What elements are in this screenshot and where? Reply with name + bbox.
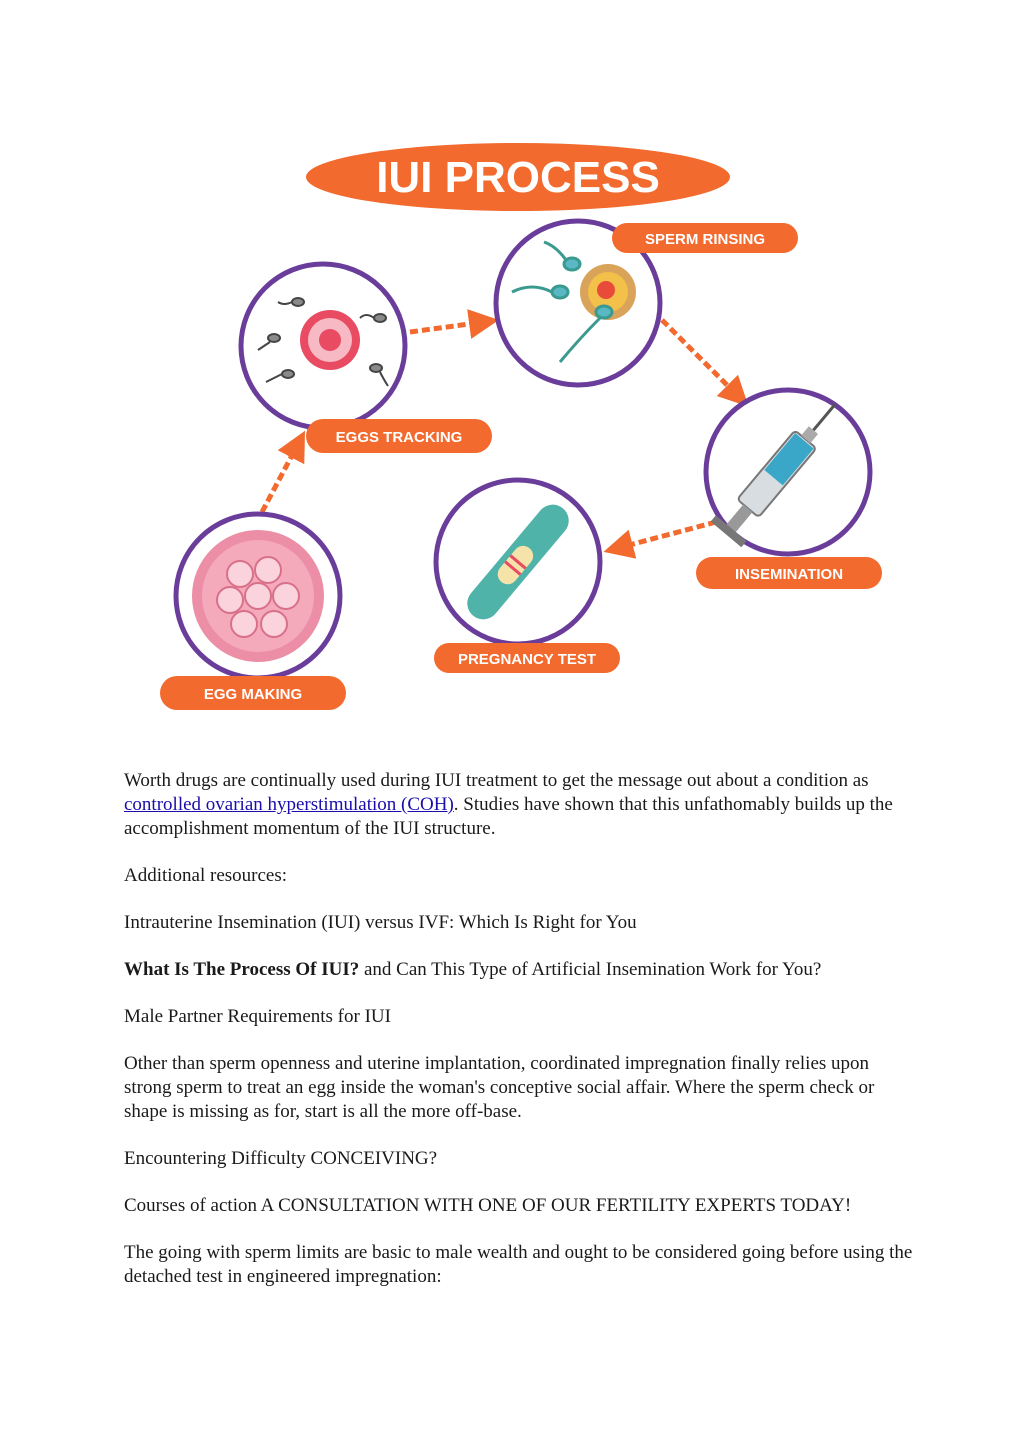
coh-link[interactable]: controlled ovarian hyperstimulation (COH… xyxy=(124,794,454,815)
sperm-icon xyxy=(511,240,614,363)
title-banner: IUI PROCESS xyxy=(306,143,730,211)
step-pregnancy-test: PREGNANCY TEST xyxy=(433,477,620,673)
paragraph-difficulty: Encountering Difficulty CONCEIVING? xyxy=(124,1148,438,1169)
arrow-icon xyxy=(259,430,306,514)
paragraph-process-of-iui: What Is The Process Of IUI? and Can This… xyxy=(124,959,822,980)
syringe-icon xyxy=(710,403,837,548)
paragraph-iui-vs-ivf: Intrauterine Insemination (IUI) versus I… xyxy=(124,912,637,933)
label-pregnancy-test: PREGNANCY TEST xyxy=(458,651,596,668)
paragraph-coh: Worth drugs are continually used during … xyxy=(124,770,893,839)
label-eggs-tracking: EGGS TRACKING xyxy=(336,429,463,446)
pregnancy-test-icon xyxy=(467,504,569,620)
step-insemination: INSEMINATION xyxy=(696,387,882,589)
paragraph-consultation: Courses of action A CONSULTATION WITH ON… xyxy=(124,1195,852,1216)
label-sperm-rinsing: SPERM RINSING xyxy=(645,231,765,248)
arrow-icon xyxy=(660,318,749,407)
arrow-icon xyxy=(603,519,717,559)
step-egg-making: EGG MAKING xyxy=(160,511,346,710)
iui-diagram: IUI PROCESS EGGS TRACKING xyxy=(160,143,882,710)
infographic-title: IUI PROCESS xyxy=(376,153,660,202)
arrow-icon xyxy=(409,309,499,339)
paragraph-sperm-openness: Other than sperm openness and uterine im… xyxy=(124,1053,875,1122)
label-egg-making: EGG MAKING xyxy=(204,686,302,703)
step-sperm-rinsing: SPERM RINSING xyxy=(493,218,798,388)
step-eggs-tracking: EGGS TRACKING xyxy=(238,261,492,453)
label-insemination: INSEMINATION xyxy=(735,566,843,583)
paragraph-male-partner: Male Partner Requirements for IUI xyxy=(124,1006,391,1027)
paragraph-additional-resources: Additional resources: xyxy=(124,865,288,886)
follicle-icon xyxy=(192,530,324,662)
sperm-icon xyxy=(257,297,389,387)
article-body: Worth drugs are continually used during … xyxy=(124,769,914,1312)
egg-cell-icon xyxy=(580,264,636,320)
paragraph-sperm-limits: The going with sperm limits are basic to… xyxy=(124,1242,913,1287)
egg-cell-icon xyxy=(300,310,360,370)
iui-process-infographic: IUI PROCESS EGGS TRACKING xyxy=(160,143,882,710)
process-arrows xyxy=(259,309,749,559)
